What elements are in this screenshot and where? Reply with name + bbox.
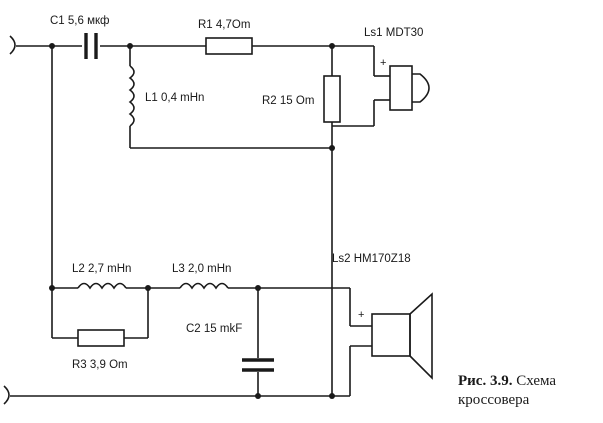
resistor-r3 bbox=[77, 329, 125, 347]
input-terminal-bottom bbox=[3, 385, 10, 405]
l2-label: L2 2,7 mHn bbox=[72, 263, 131, 275]
capacitor-c1 bbox=[84, 33, 98, 59]
resistor-r2 bbox=[323, 75, 341, 123]
caption-line1: Схема bbox=[512, 373, 557, 389]
inductor-l1 bbox=[128, 65, 135, 127]
input-terminal-top bbox=[9, 35, 16, 55]
r3-label: R3 3,9 Om bbox=[72, 359, 128, 371]
c2-label: C2 15 mkF bbox=[186, 323, 242, 335]
ls2-plus-sign: + bbox=[358, 309, 364, 321]
woofer-ls2-icon bbox=[371, 292, 433, 380]
inductor-l2 bbox=[77, 282, 127, 290]
figure-number: Рис. 3.9. bbox=[458, 373, 513, 389]
ls1-label: Ls1 MDT30 bbox=[364, 27, 423, 39]
capacitor-c2 bbox=[242, 358, 274, 372]
ls2-label: Ls2 HM170Z18 bbox=[332, 253, 411, 265]
c1-label: C1 5,6 мкф bbox=[50, 15, 109, 27]
resistor-r1 bbox=[205, 37, 253, 55]
tweeter-ls1-icon bbox=[389, 65, 430, 111]
ls1-plus-sign: + bbox=[380, 57, 386, 69]
l3-label: L3 2,0 mHn bbox=[172, 263, 231, 275]
caption-line2: кроссовера bbox=[458, 392, 530, 408]
junction-l1-top bbox=[127, 43, 133, 49]
junction-return-bottom bbox=[329, 393, 335, 399]
r1-label: R1 4,7Om bbox=[198, 19, 250, 31]
inductor-l3 bbox=[179, 282, 229, 290]
l1-label: L1 0,4 mHn bbox=[145, 92, 204, 104]
figure-caption: Рис. 3.9. Схема кроссовера bbox=[458, 372, 603, 410]
r2-label: R2 15 Om bbox=[262, 95, 314, 107]
